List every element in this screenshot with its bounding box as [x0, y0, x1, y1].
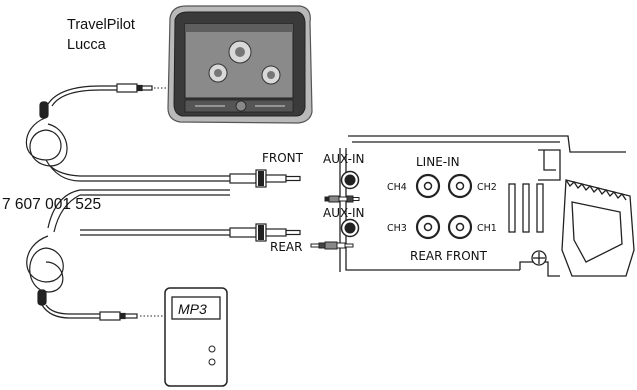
ch2-label: CH2: [477, 182, 497, 193]
home-button-icon: [235, 100, 247, 112]
front-bottom-label: FRONT: [446, 249, 488, 263]
line-in-ch1-jack: [447, 214, 473, 240]
car-radio-chassis: [339, 135, 635, 277]
line-in-ch2-jack: [447, 173, 473, 199]
aux-in-rear-jack: [340, 218, 360, 238]
device-name-line1: TravelPilot: [67, 17, 135, 33]
mp3-player: [164, 287, 228, 387]
travelpilot-device: [167, 5, 313, 124]
mp3-button-icon: [208, 358, 216, 366]
mp3-button-icon: [208, 345, 216, 353]
mp3-label: MP3: [178, 301, 207, 317]
rear-label: REAR: [270, 240, 302, 254]
front-label: FRONT: [262, 151, 304, 165]
line-in-label: LINE-IN: [416, 155, 460, 169]
plug-pictogram-front: [324, 195, 360, 203]
aux-in-bottom-label: AUX-IN: [323, 206, 364, 220]
line-in-ch4-jack: [415, 173, 441, 199]
ch1-label: CH1: [477, 223, 497, 234]
device-name-line2: Lucca: [67, 37, 107, 53]
rear-bottom-label: REAR: [410, 249, 442, 263]
aux-in-front-jack: [340, 170, 360, 190]
adapter-cable: [25, 83, 301, 321]
ch3-label: CH3: [387, 223, 407, 234]
aux-in-top-label: AUX-IN: [323, 152, 364, 166]
line-in-ch3-jack: [415, 214, 441, 240]
cable-part-number: 7 607 001 525: [2, 196, 101, 213]
mp3-display: [171, 296, 221, 320]
plug-pictogram-rear: [310, 241, 354, 250]
ch4-label: CH4: [387, 182, 407, 193]
